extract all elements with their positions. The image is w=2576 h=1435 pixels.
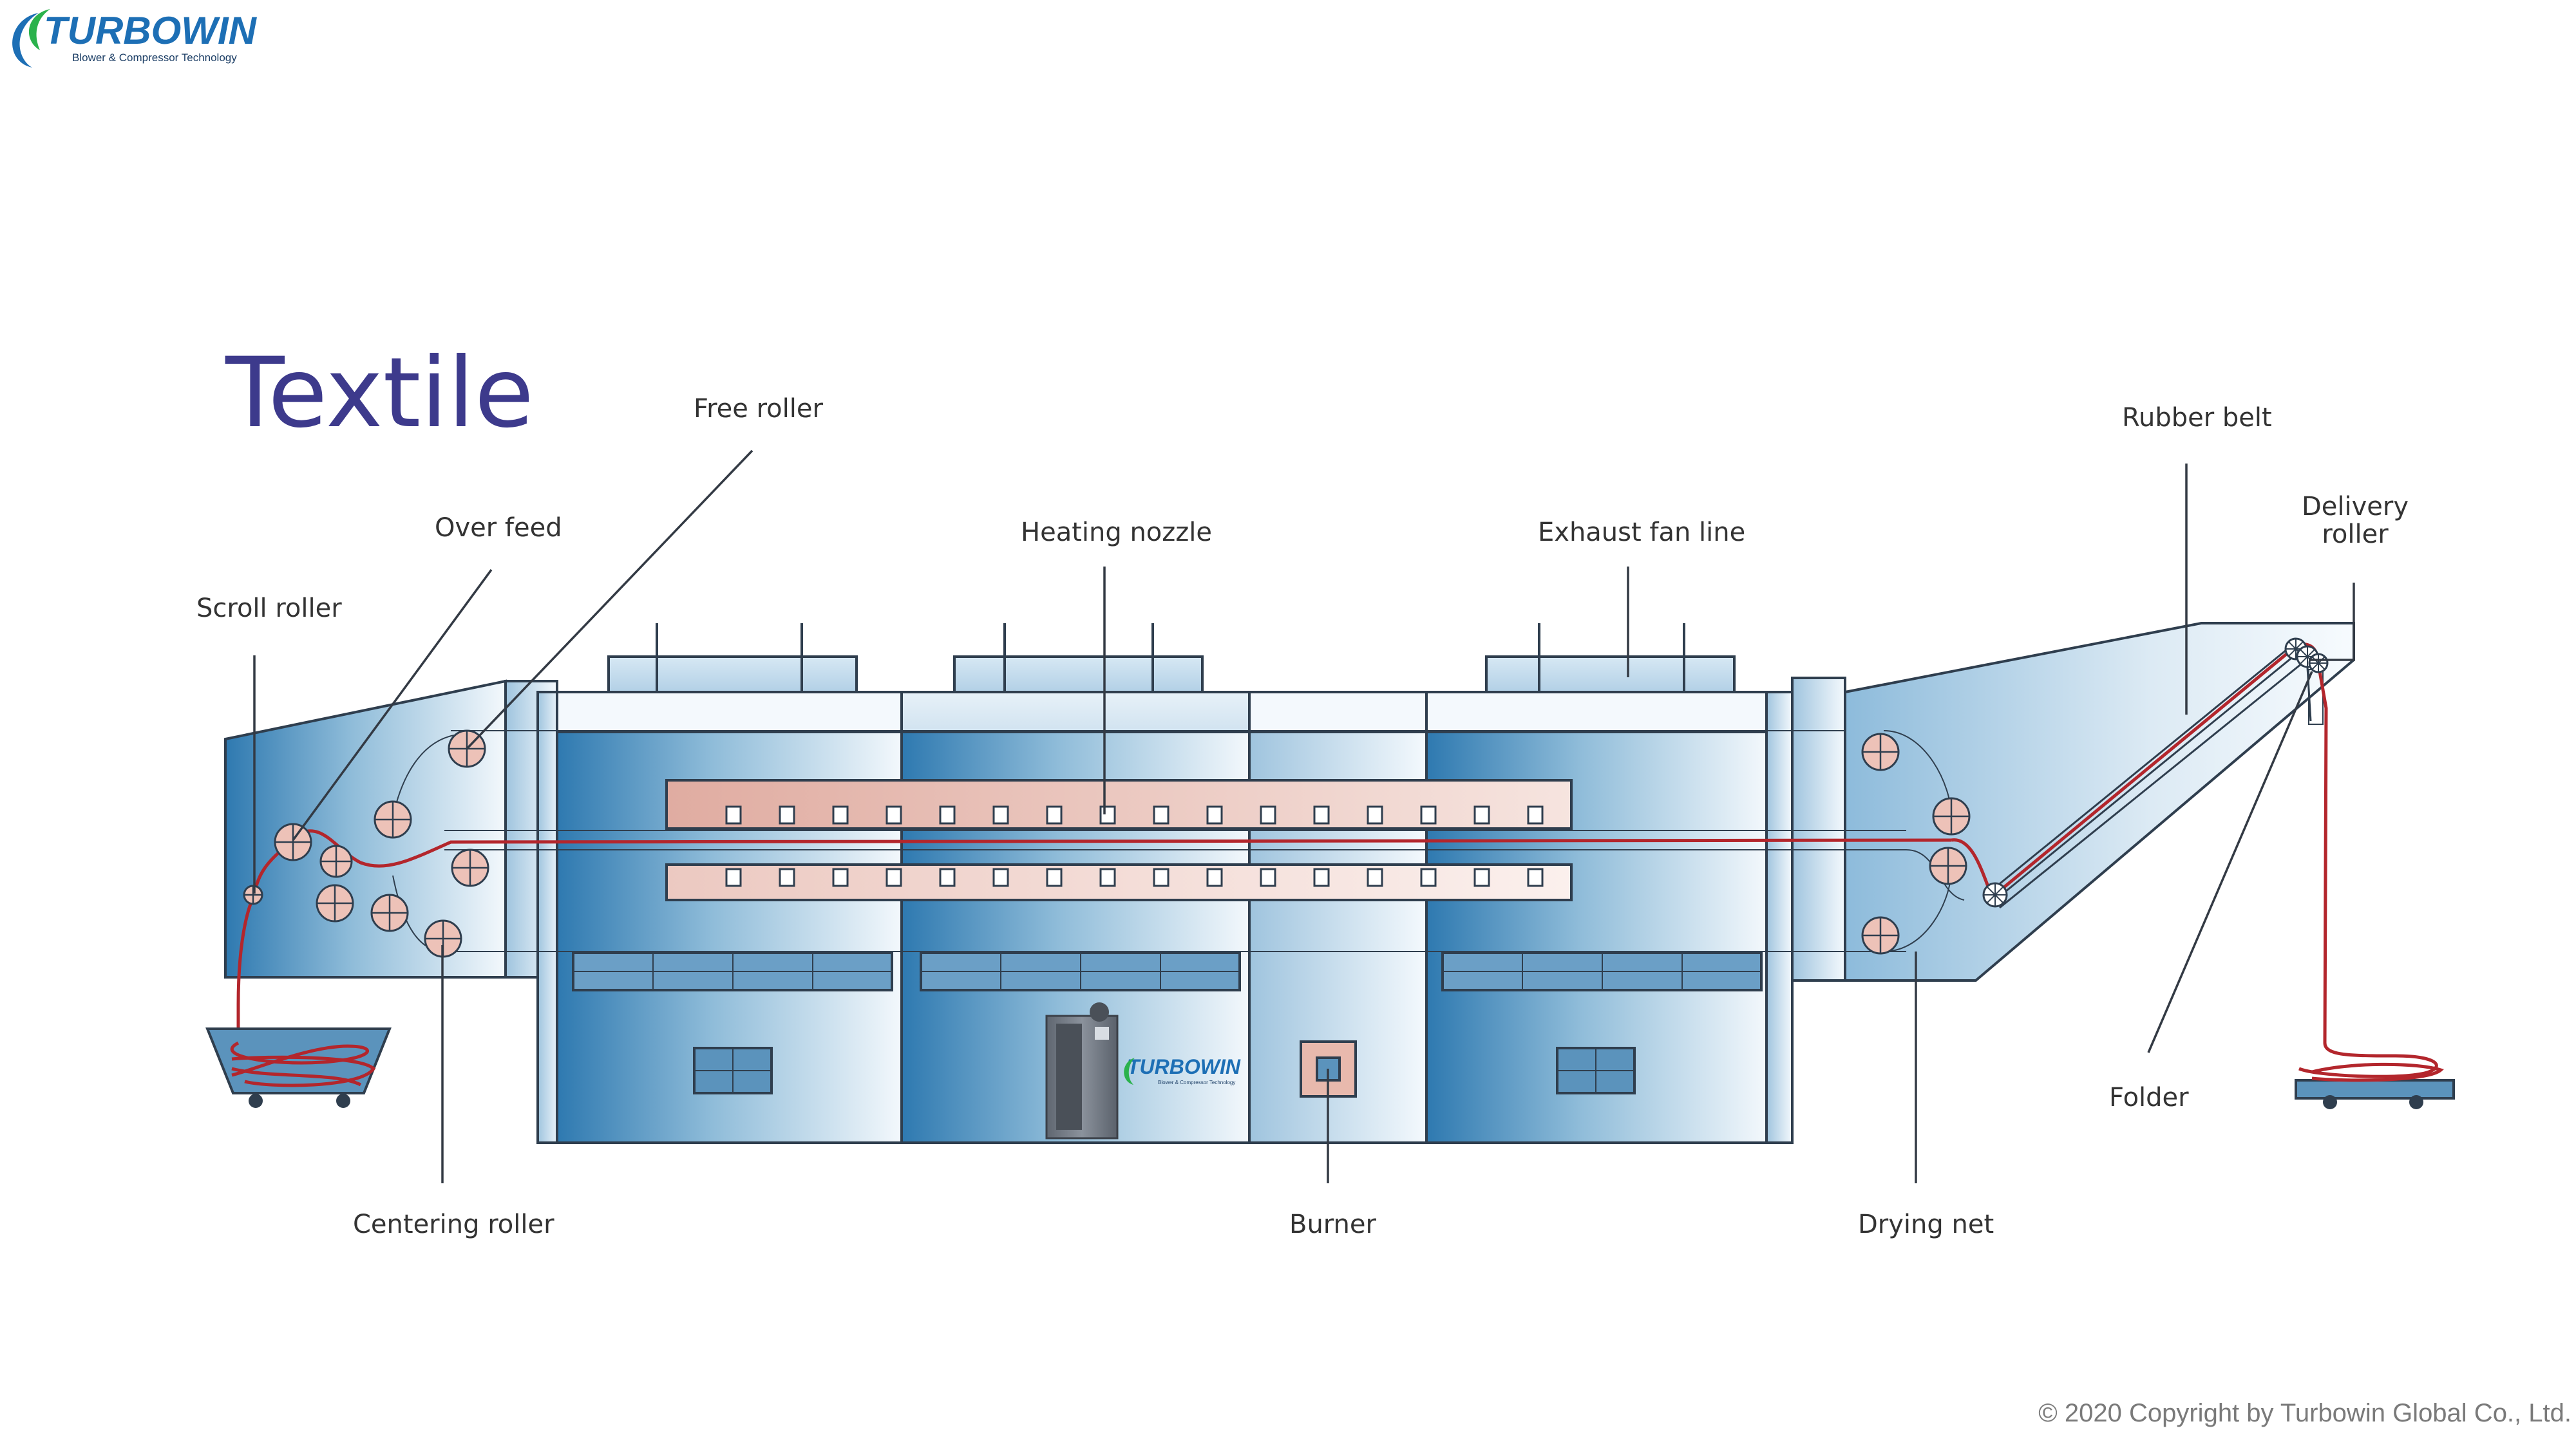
feed-cart	[205, 1027, 392, 1108]
label-drying-net: Drying net	[1858, 1210, 1994, 1239]
label-free-roller: Free roller	[694, 394, 823, 424]
label-folder: Folder	[2109, 1083, 2189, 1112]
page-title: Textile	[225, 337, 534, 449]
belt-pulleys	[1982, 637, 2329, 908]
roller-icon	[274, 823, 312, 861]
roller-icon	[1861, 733, 1900, 771]
nozzle-slot	[1260, 805, 1276, 825]
roller-icon	[1861, 916, 1900, 955]
nozzle-slot	[1046, 805, 1063, 825]
nozzle-slot	[1420, 868, 1437, 887]
copyright-text: © 2020 Copyright by Turbowin Global Co.,…	[2038, 1399, 2571, 1427]
nozzle-slot	[725, 868, 742, 887]
nozzle-slot	[1206, 805, 1223, 825]
roller-icon	[243, 885, 263, 905]
leader-lines	[253, 449, 2355, 1183]
chamber-window-left	[693, 1047, 773, 1094]
delivered-fabric	[2298, 1042, 2438, 1078]
chamber-2	[900, 691, 1251, 1144]
nozzle-slot	[1527, 805, 1544, 825]
blower-tagline: Blower & Compressor Technology	[1158, 1080, 1235, 1085]
label-delivery-roller-line2: roller	[2322, 520, 2389, 549]
rubber-belt-conveyor	[1989, 642, 2324, 909]
nozzle-slot	[886, 868, 902, 887]
delivery-cart	[2295, 1062, 2455, 1109]
logo-swoosh-icon	[12, 9, 50, 68]
right-base-pillar	[1765, 691, 1794, 1144]
label-delivery-roller-line1: Delivery	[2302, 492, 2409, 521]
pulley-icon	[1982, 882, 2008, 908]
nozzle-slot	[886, 805, 902, 825]
tenter-rails	[392, 730, 1965, 952]
roller-icon	[451, 849, 489, 887]
nozzle-slot	[779, 868, 795, 887]
nozzle-slot	[1313, 868, 1330, 887]
nozzle-slot	[1153, 868, 1170, 887]
label-centering-roller: Centering roller	[353, 1210, 554, 1239]
vent-strip-3	[1441, 952, 1763, 991]
vent-strip-1	[572, 952, 893, 991]
nozzle-slot	[1099, 805, 1116, 825]
label-burner: Burner	[1289, 1210, 1376, 1239]
roller-icon	[370, 894, 409, 932]
leader-folder	[2147, 671, 2313, 1053]
company-logo: TURBOWIN Blower & Compressor Technology	[12, 9, 258, 68]
vent-strip-2	[920, 952, 1241, 991]
nozzle-slot	[1099, 868, 1116, 887]
nozzle-slot	[832, 868, 849, 887]
nozzle-slot	[1367, 805, 1383, 825]
blower-brand: TURBOWIN	[1127, 1055, 1241, 1078]
label-scroll-roller: Scroll roller	[196, 594, 342, 623]
entry-section	[224, 679, 507, 979]
label-rubber-belt: Rubber belt	[2122, 403, 2272, 433]
stenter-machine: TURBOWIN Blower & Compressor Technology	[205, 622, 2455, 1144]
chamber-window-right	[1556, 1047, 1636, 1094]
nozzle-slot	[1153, 805, 1170, 825]
roller-icon	[319, 845, 353, 878]
leader-delivery-roller	[2309, 583, 2355, 661]
nozzle-slot	[1527, 868, 1544, 887]
label-heating-nozzle: Heating nozzle	[1021, 518, 1212, 547]
nozzle-slot	[725, 805, 742, 825]
nozzle-slot	[992, 805, 1009, 825]
roller-icon	[1932, 797, 1971, 836]
nozzle-slot	[1473, 805, 1490, 825]
nozzle-slot	[1367, 868, 1383, 887]
nozzle-slot	[939, 868, 956, 887]
nozzle-slot	[779, 805, 795, 825]
roller-icon	[1929, 847, 1967, 885]
nozzle-slot	[1206, 868, 1223, 887]
leader-free-roller	[466, 449, 753, 750]
label-exhaust-fan-line: Exhaust fan line	[1538, 518, 1745, 547]
pulley-icon	[2308, 653, 2329, 673]
labels: Scroll roller Over feed Free roller Heat…	[196, 394, 2409, 1239]
roller-icon	[374, 800, 412, 839]
turbowin-blower-unit: TURBOWIN Blower & Compressor Technology	[1045, 1002, 1241, 1140]
nozzle-slots	[725, 805, 1544, 887]
exhaust-hood-3	[1485, 655, 1736, 693]
nozzle-slot	[1420, 805, 1437, 825]
nozzle-slot	[992, 868, 1009, 887]
exhaust-hood-1	[607, 655, 858, 693]
roller-icon	[316, 884, 354, 923]
rollers	[243, 729, 1971, 958]
nozzle-slot	[1046, 868, 1063, 887]
logo-tagline: Blower & Compressor Technology	[72, 52, 237, 64]
nozzle-slot	[939, 805, 956, 825]
nozzle-slot	[832, 805, 849, 825]
nozzle-slot	[1473, 868, 1490, 887]
exhaust-hood-2	[953, 655, 1204, 693]
leader-over-feed	[292, 568, 493, 841]
logo-brand: TURBOWIN	[44, 9, 258, 52]
exit-frame	[1791, 677, 1846, 982]
label-over-feed: Over feed	[435, 513, 562, 543]
nozzle-slot	[1260, 868, 1276, 887]
nozzle-slot	[1313, 805, 1330, 825]
